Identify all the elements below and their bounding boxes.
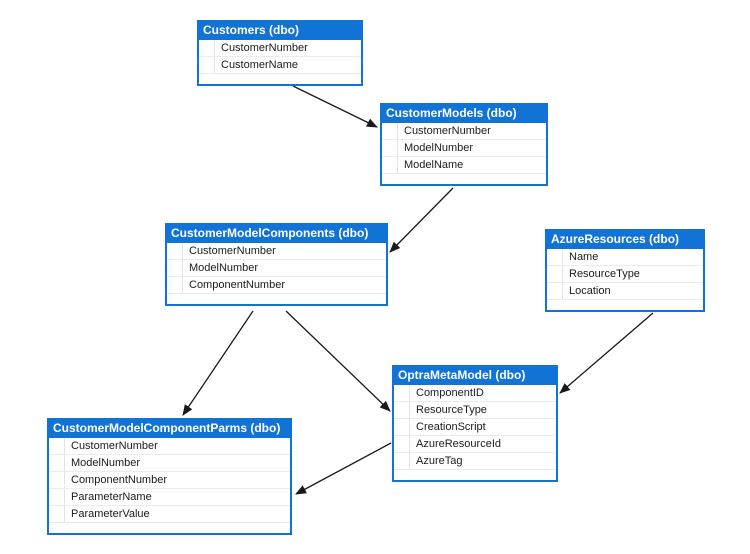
table-blank-area bbox=[167, 294, 386, 304]
table-blank-area bbox=[49, 523, 290, 533]
table-customer-model-component-parms[interactable]: CustomerModelComponentParms (dbo) Custom… bbox=[47, 418, 292, 535]
row-selector[interactable] bbox=[547, 249, 563, 265]
row-selector[interactable] bbox=[49, 472, 65, 488]
row-selector[interactable] bbox=[199, 57, 215, 73]
row-customer-model-component-parms-ModelNumber[interactable]: ModelNumber bbox=[49, 455, 290, 472]
column-name: ResourceType bbox=[416, 404, 487, 416]
row-selector[interactable] bbox=[394, 402, 410, 418]
table-title[interactable]: CustomerModels (dbo) bbox=[382, 105, 546, 123]
row-customer-model-component-parms-CustomerNumber[interactable]: CustomerNumber bbox=[49, 438, 290, 455]
column-name: ComponentNumber bbox=[71, 474, 167, 486]
row-selector[interactable] bbox=[382, 140, 398, 156]
row-selector[interactable] bbox=[382, 157, 398, 173]
table-title[interactable]: AzureResources (dbo) bbox=[547, 231, 703, 249]
row-customers-CustomerName[interactable]: CustomerName bbox=[199, 57, 361, 74]
column-name: ComponentNumber bbox=[189, 279, 285, 291]
row-selector[interactable] bbox=[547, 283, 563, 299]
row-optra-meta-model-ComponentID[interactable]: ComponentID bbox=[394, 385, 556, 402]
relationship-customers-to-customer-models[interactable] bbox=[292, 85, 378, 128]
table-customer-models[interactable]: CustomerModels (dbo) CustomerNumber Mode… bbox=[380, 103, 548, 186]
row-optra-meta-model-ResourceType[interactable]: ResourceType bbox=[394, 402, 556, 419]
row-selector[interactable] bbox=[394, 436, 410, 452]
row-customer-model-components-ModelNumber[interactable]: ModelNumber bbox=[167, 260, 386, 277]
column-name: ResourceType bbox=[569, 268, 640, 280]
column-name: ModelNumber bbox=[71, 457, 141, 469]
row-selector[interactable] bbox=[394, 453, 410, 469]
row-optra-meta-model-AzureTag[interactable]: AzureTag bbox=[394, 453, 556, 470]
column-name: ModelName bbox=[404, 159, 464, 171]
table-azure-resources[interactable]: AzureResources (dbo) Name ResourceType L… bbox=[545, 229, 705, 312]
column-name: ComponentID bbox=[416, 387, 484, 399]
table-title[interactable]: CustomerModelComponentParms (dbo) bbox=[49, 420, 290, 438]
row-selector[interactable] bbox=[547, 266, 563, 282]
table-title[interactable]: CustomerModelComponents (dbo) bbox=[167, 225, 386, 243]
table-body: CustomerNumber CustomerName bbox=[199, 40, 361, 74]
column-name: ModelNumber bbox=[189, 262, 259, 274]
row-optra-meta-model-AzureResourceId[interactable]: AzureResourceId bbox=[394, 436, 556, 453]
table-customers[interactable]: Customers (dbo) CustomerNumber CustomerN… bbox=[197, 20, 363, 86]
row-selector[interactable] bbox=[167, 277, 183, 293]
table-blank-area bbox=[199, 74, 361, 84]
table-blank-area bbox=[382, 174, 546, 184]
row-customer-models-ModelName[interactable]: ModelName bbox=[382, 157, 546, 174]
table-body: CustomerNumber ModelNumber ComponentNumb… bbox=[49, 438, 290, 523]
row-azure-resources-ResourceType[interactable]: ResourceType bbox=[547, 266, 703, 283]
row-selector[interactable] bbox=[49, 506, 65, 522]
row-selector[interactable] bbox=[167, 260, 183, 276]
row-azure-resources-Name[interactable]: Name bbox=[547, 249, 703, 266]
table-blank-area bbox=[394, 470, 556, 480]
column-name: AzureTag bbox=[416, 455, 463, 467]
row-customer-model-component-parms-ParameterName[interactable]: ParameterName bbox=[49, 489, 290, 506]
row-selector[interactable] bbox=[49, 438, 65, 454]
row-customer-model-components-ComponentNumber[interactable]: ComponentNumber bbox=[167, 277, 386, 294]
row-selector[interactable] bbox=[199, 40, 215, 56]
table-body: ComponentID ResourceType CreationScript … bbox=[394, 385, 556, 470]
column-name: CustomerNumber bbox=[71, 440, 158, 452]
relationship-customer-models-to-customer-model-components[interactable] bbox=[389, 187, 454, 253]
row-azure-resources-Location[interactable]: Location bbox=[547, 283, 703, 300]
column-name: CustomerNumber bbox=[189, 245, 276, 257]
relationship-customer-model-components-to-optra-meta-model[interactable] bbox=[285, 310, 391, 412]
column-name: ModelNumber bbox=[404, 142, 474, 154]
row-customer-models-ModelNumber[interactable]: ModelNumber bbox=[382, 140, 546, 157]
row-selector[interactable] bbox=[382, 123, 398, 139]
table-body: CustomerNumber ModelNumber ModelName bbox=[382, 123, 546, 174]
row-customer-model-component-parms-ComponentNumber[interactable]: ComponentNumber bbox=[49, 472, 290, 489]
table-blank-area bbox=[547, 300, 703, 310]
column-name: Location bbox=[569, 285, 611, 297]
column-name: Name bbox=[569, 251, 599, 263]
column-name: AzureResourceId bbox=[416, 438, 501, 450]
table-title[interactable]: Customers (dbo) bbox=[199, 22, 361, 40]
column-name: ParameterValue bbox=[71, 508, 150, 520]
column-name: CreationScript bbox=[416, 421, 486, 433]
row-selector[interactable] bbox=[49, 455, 65, 471]
relationship-azure-resources-to-optra-meta-model[interactable] bbox=[559, 312, 654, 394]
row-customer-model-components-CustomerNumber[interactable]: CustomerNumber bbox=[167, 243, 386, 260]
table-optra-meta-model[interactable]: OptraMetaModel (dbo) ComponentID Resourc… bbox=[392, 365, 558, 482]
row-selector[interactable] bbox=[49, 489, 65, 505]
relationship-customer-model-components-to-customer-model-component-parms[interactable] bbox=[182, 310, 254, 416]
relationship-optra-meta-model-to-customer-model-component-parms[interactable] bbox=[295, 442, 392, 495]
row-customer-models-CustomerNumber[interactable]: CustomerNumber bbox=[382, 123, 546, 140]
table-body: Name ResourceType Location bbox=[547, 249, 703, 300]
row-selector[interactable] bbox=[394, 385, 410, 401]
row-customer-model-component-parms-ParameterValue[interactable]: ParameterValue bbox=[49, 506, 290, 523]
row-selector[interactable] bbox=[394, 419, 410, 435]
column-name: CustomerNumber bbox=[221, 42, 308, 54]
column-name: CustomerName bbox=[221, 59, 299, 71]
column-name: ParameterName bbox=[71, 491, 152, 503]
row-optra-meta-model-CreationScript[interactable]: CreationScript bbox=[394, 419, 556, 436]
table-title[interactable]: OptraMetaModel (dbo) bbox=[394, 367, 556, 385]
table-body: CustomerNumber ModelNumber ComponentNumb… bbox=[167, 243, 386, 294]
table-customer-model-components[interactable]: CustomerModelComponents (dbo) CustomerNu… bbox=[165, 223, 388, 306]
row-selector[interactable] bbox=[167, 243, 183, 259]
column-name: CustomerNumber bbox=[404, 125, 491, 137]
row-customers-CustomerNumber[interactable]: CustomerNumber bbox=[199, 40, 361, 57]
